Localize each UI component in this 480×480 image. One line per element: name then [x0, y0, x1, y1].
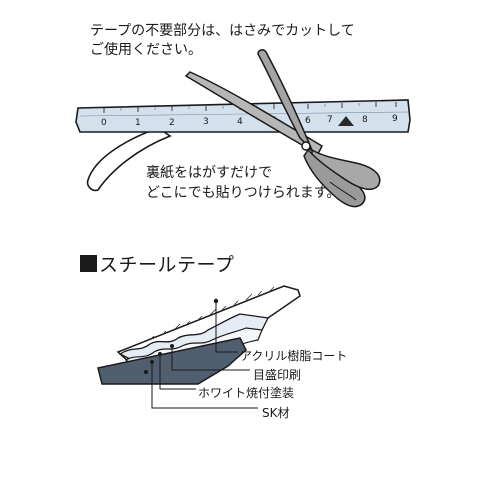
- instruction-line-1: テープの不要部分は、はさみでカットして: [90, 23, 355, 39]
- instruction-line-2: ご使用ください。: [90, 42, 202, 58]
- ruler-number: 8: [362, 115, 368, 125]
- ruler-number: 4: [237, 117, 243, 127]
- section-title: スチールテープ: [99, 254, 235, 276]
- ruler-number: 2: [169, 118, 175, 128]
- layer-label-acrylic-coat: アクリル樹脂コート: [240, 349, 348, 363]
- steel-tape-cross-section: [97, 285, 301, 409]
- layer-label-sk-material: SK材: [262, 406, 290, 420]
- backing-note-line-2: どこにでも貼りつけられます。: [146, 185, 341, 201]
- black-square-icon: [80, 255, 97, 272]
- layer-label-scale-print: 目盛印刷: [253, 368, 302, 382]
- backing-paper-curl: [86, 127, 172, 192]
- ruler-number: 3: [203, 117, 209, 127]
- ruler-number: 7: [327, 115, 333, 125]
- layer-label-white-coating: ホワイト焼付塗装: [198, 386, 295, 400]
- scissors-icon: [184, 49, 381, 208]
- backing-note-line-1: 裏紙をはがすだけで: [146, 165, 272, 181]
- section-heading: スチールテープ: [80, 250, 234, 277]
- ruler-number: 9: [392, 114, 398, 124]
- ruler-marker-icon: [338, 116, 354, 126]
- ruler-number: 1: [135, 118, 141, 128]
- ruler-number: 0: [101, 118, 107, 128]
- ruler-number: 6: [305, 116, 311, 126]
